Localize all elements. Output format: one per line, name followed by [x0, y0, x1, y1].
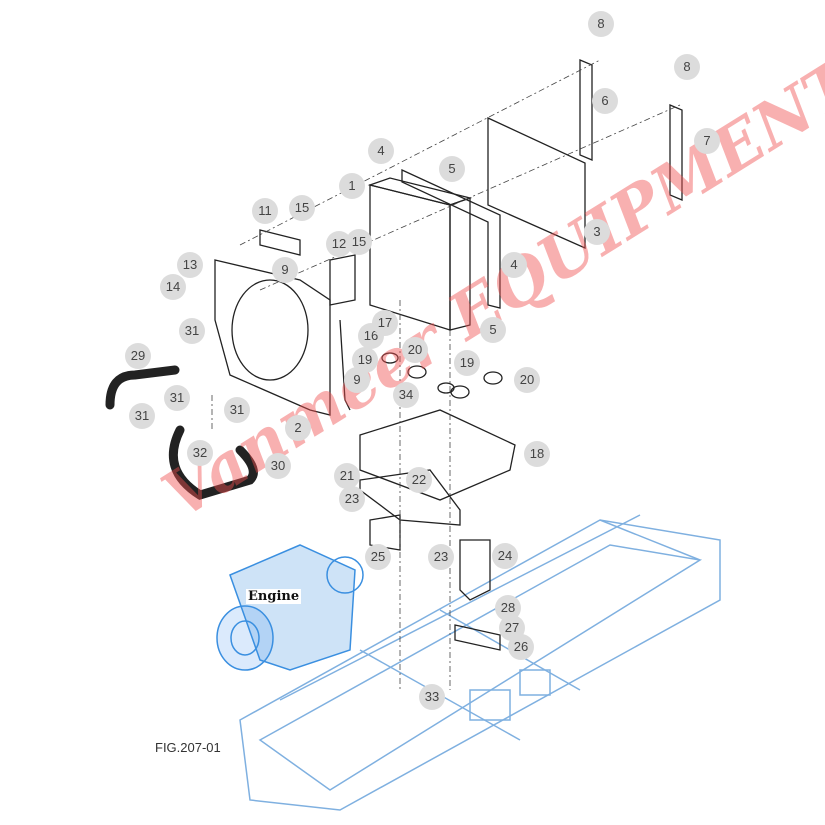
- callout-23: 23: [428, 544, 454, 570]
- callout-9: 9: [272, 257, 298, 283]
- callout-15: 15: [346, 229, 372, 255]
- callout-8: 8: [588, 11, 614, 37]
- callout-22: 22: [406, 467, 432, 493]
- callout-30: 30: [265, 453, 291, 479]
- callout-31: 31: [129, 403, 155, 429]
- callout-1: 1: [339, 173, 365, 199]
- callout-5: 5: [439, 156, 465, 182]
- callout-11: 11: [252, 198, 278, 224]
- callout-31: 31: [224, 397, 250, 423]
- callout-4: 4: [368, 138, 394, 164]
- callout-8: 8: [674, 54, 700, 80]
- callout-4: 4: [501, 252, 527, 278]
- covers-and-brackets: [359, 352, 516, 651]
- callout-5: 5: [480, 317, 506, 343]
- chassis-frame: [239, 514, 721, 811]
- callout-2: 2: [285, 415, 311, 441]
- callout-19: 19: [454, 350, 480, 376]
- callout-33: 33: [419, 684, 445, 710]
- callout-31: 31: [164, 385, 190, 411]
- callout-13: 13: [177, 252, 203, 278]
- callout-31: 31: [179, 318, 205, 344]
- callout-3: 3: [584, 219, 610, 245]
- figure-id: FIG.207-01: [155, 740, 221, 755]
- fan-shroud: [214, 229, 356, 416]
- callout-29: 29: [125, 343, 151, 369]
- callout-34: 34: [393, 382, 419, 408]
- engine-drawing: [216, 544, 364, 671]
- hoses: [105, 365, 258, 500]
- callout-23: 23: [339, 486, 365, 512]
- callout-19: 19: [352, 347, 378, 373]
- callout-14: 14: [160, 274, 186, 300]
- callout-21: 21: [334, 463, 360, 489]
- callout-6: 6: [592, 88, 618, 114]
- engine-label: Engine: [246, 589, 302, 604]
- leader-lines: [211, 59, 681, 690]
- callout-7: 7: [694, 128, 720, 154]
- callout-17: 17: [372, 310, 398, 336]
- callout-18: 18: [524, 441, 550, 467]
- callout-32: 32: [187, 440, 213, 466]
- callout-15: 15: [289, 195, 315, 221]
- callout-24: 24: [492, 543, 518, 569]
- callout-20: 20: [514, 367, 540, 393]
- callout-25: 25: [365, 544, 391, 570]
- radiator-assembly: [367, 59, 683, 331]
- callout-20: 20: [402, 337, 428, 363]
- callout-26: 26: [508, 634, 534, 660]
